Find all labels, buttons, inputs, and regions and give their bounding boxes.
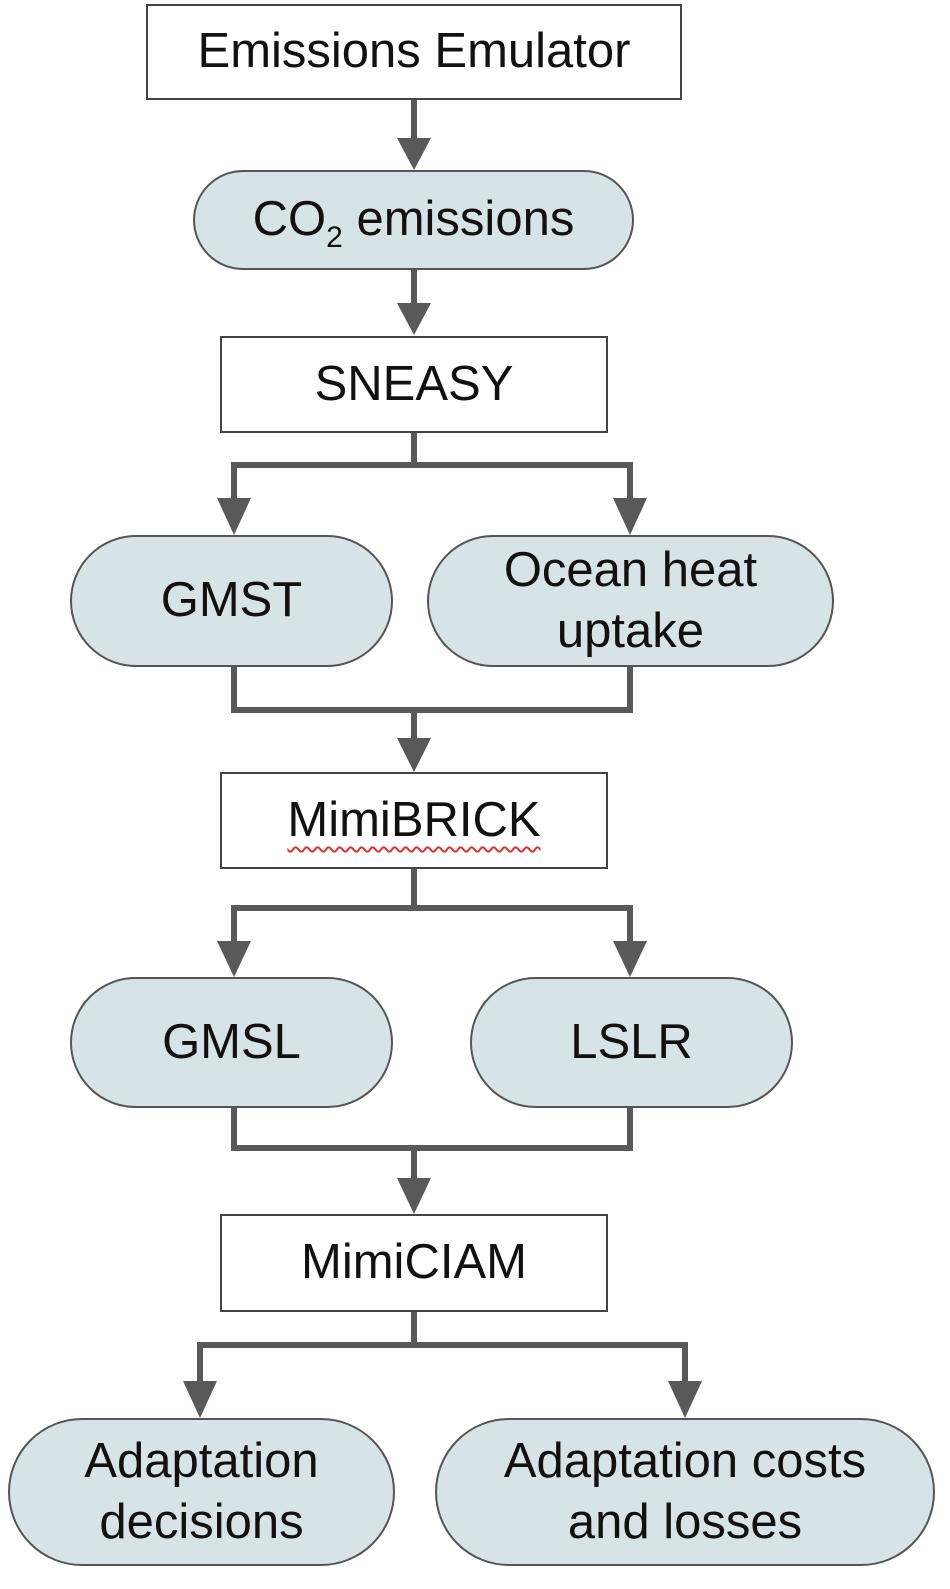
adaptation-costs-label: Adaptation costs and losses <box>503 1433 867 1549</box>
adaptation-decisions-node: Adaptation decisions <box>8 1418 395 1566</box>
emissions-emulator-node: Emissions Emulator <box>146 4 682 100</box>
lslr-node: LSLR <box>470 977 793 1108</box>
arrowhead <box>613 941 647 977</box>
gmsl-node: GMSL <box>70 977 393 1108</box>
gmst-label: GMST <box>160 573 303 628</box>
arrowhead <box>397 303 431 335</box>
arrowhead <box>668 1381 702 1418</box>
co2-emissions-label: CO2 emissions <box>252 192 575 255</box>
arrowhead <box>397 1178 431 1214</box>
gmst-node: GMST <box>70 535 393 667</box>
gmsl-label: GMSL <box>162 1014 301 1069</box>
arrowhead <box>183 1381 217 1418</box>
ocean-heat-uptake-label: Ocean heat uptake <box>503 542 758 658</box>
ocean-heat-uptake-node: Ocean heat uptake <box>427 535 834 667</box>
mimibrick-node: MimiBRICK <box>220 772 608 869</box>
mimibrick-label: MimiBRICK <box>287 792 541 847</box>
sneasy-node: SNEASY <box>220 336 608 433</box>
arrowhead <box>217 941 251 977</box>
arrowhead <box>613 498 647 535</box>
emissions-emulator-label: Emissions Emulator <box>197 24 631 79</box>
mimiciam-node: MimiCIAM <box>220 1214 608 1312</box>
co2-emissions-node: CO2 emissions <box>193 170 634 270</box>
arrowhead <box>217 498 251 535</box>
sneasy-label: SNEASY <box>314 356 514 411</box>
mimiciam-label: MimiCIAM <box>301 1235 527 1290</box>
arrowhead <box>397 138 431 170</box>
arrowhead <box>397 738 431 772</box>
adaptation-decisions-label: Adaptation decisions <box>84 1433 319 1549</box>
lslr-label: LSLR <box>570 1014 693 1069</box>
adaptation-costs-node: Adaptation costs and losses <box>435 1418 935 1566</box>
